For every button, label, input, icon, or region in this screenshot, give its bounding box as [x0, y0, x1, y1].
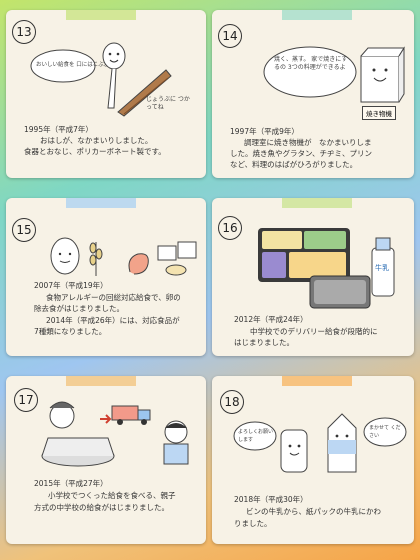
rice-bowl-illustration [309, 275, 371, 309]
description-line: 調理室に焼き物機が なかまいりしま [244, 138, 372, 147]
card-number: 14 [218, 24, 242, 48]
speech-bubble [233, 421, 277, 451]
description-line: 7種類になりました。 [34, 327, 107, 336]
milk-bottle-illustration [371, 237, 395, 297]
note-text: じょうぶに つかってね [146, 96, 190, 111]
bubble-text: 焼く、蒸す。 家で焼きにするの 3つの料理ができるよ [274, 56, 348, 71]
description-line: した。焼き魚やグラタン、チヂミ、プリン [230, 149, 373, 158]
speech-bubble [30, 49, 96, 83]
arrow-icon [100, 414, 112, 424]
tape [66, 376, 136, 386]
year-heading: 2007年（平成19年） [34, 281, 108, 290]
description-line: おはしが、なかまいりしました。 [40, 136, 153, 145]
student-illustration [163, 420, 189, 465]
tape [66, 10, 136, 20]
milk-carton-illustration [327, 413, 357, 473]
description-line: 食物アレルギーの回総対応給食で、卵の [46, 293, 181, 302]
lunch-tray-illustration [258, 228, 350, 282]
card-number: 16 [218, 216, 242, 240]
spoon-illustration [102, 42, 126, 109]
description-line: ビンの牛乳から、紙パックの牛乳にかわ [246, 507, 381, 516]
description-line: など、料理のはばがひろがりました。 [230, 160, 358, 169]
bubble-text: おいしい給食を 口にはこぶよ [36, 62, 110, 68]
description-line: 除去食がはじまりました。 [34, 304, 124, 313]
description-line: 中学校でのデリバリー給食が段階的に [250, 327, 378, 336]
bubble-text-left: よろしくお願いします [238, 429, 274, 443]
card-number: 17 [14, 388, 38, 412]
speech-bubble [263, 46, 357, 98]
year-heading: 2015年（平成27年） [34, 479, 108, 488]
oven-illustration [360, 46, 405, 103]
delivery-truck-illustration [111, 405, 151, 425]
year-heading: 2018年（平成30年） [234, 495, 308, 504]
speech-bubble [363, 417, 407, 447]
oven-label: 焼き物機 [362, 106, 396, 120]
timeline-card-15: 15 2007年（平成19年） 食物アレルギーの回総対応給食で、卵の 除去食がは… [6, 198, 206, 356]
timeline-card-18: 18 よろしくお願いします まかせて ください 2018年（平成30年） ビンの… [212, 376, 414, 544]
card-number: 18 [220, 390, 244, 414]
description-line: 2014年（平成26年）には、対応食品が [46, 316, 180, 325]
timeline-card-14: 14 焼く、蒸す。 家で焼きにするの 3つの料理ができるよ 焼き物機 1997年… [212, 10, 414, 178]
milk-bottle-illustration [280, 429, 308, 473]
milk-label: 牛乳 [375, 264, 389, 272]
tape [66, 198, 136, 208]
description-line: 食器とおなじ、ポリカーボネート製です。 [24, 147, 166, 156]
food-items-illustration [157, 241, 197, 276]
chopsticks-illustration [117, 69, 172, 117]
description-line: 方式の中学校の給食がはじまりました。 [34, 503, 169, 512]
year-heading: 1995年（平成7年） [24, 125, 93, 134]
card-number: 13 [12, 20, 36, 44]
tape [282, 198, 352, 208]
card-number: 15 [12, 218, 36, 242]
tape [282, 376, 352, 386]
timeline-card-16: 16 牛乳 2012年（平成24年） 中学校でのデリバリー給食が段階的に はじま… [212, 198, 414, 356]
timeline-card-13: 13 おいしい給食を 口にはこぶよ じょうぶに つかってね 1995年（平成7年… [6, 10, 206, 178]
wheat-illustration [89, 242, 103, 276]
tape [282, 10, 352, 20]
cook-illustration [41, 401, 115, 467]
shrimp-illustration [128, 253, 149, 275]
egg-illustration [50, 237, 80, 275]
year-heading: 2012年（平成24年） [234, 315, 308, 324]
bubble-text-right: まかせて ください [369, 425, 401, 439]
description-line: 小学校でつくった給食を食べる、親子 [48, 491, 176, 500]
description-line: はじまりました。 [234, 338, 294, 347]
year-heading: 1997年（平成9年） [230, 127, 299, 136]
description-line: りました。 [234, 519, 272, 528]
timeline-card-17: 17 2015年（平成27年） 小学校でつくった給食を食べる、親子 方式の中学校… [6, 376, 206, 544]
